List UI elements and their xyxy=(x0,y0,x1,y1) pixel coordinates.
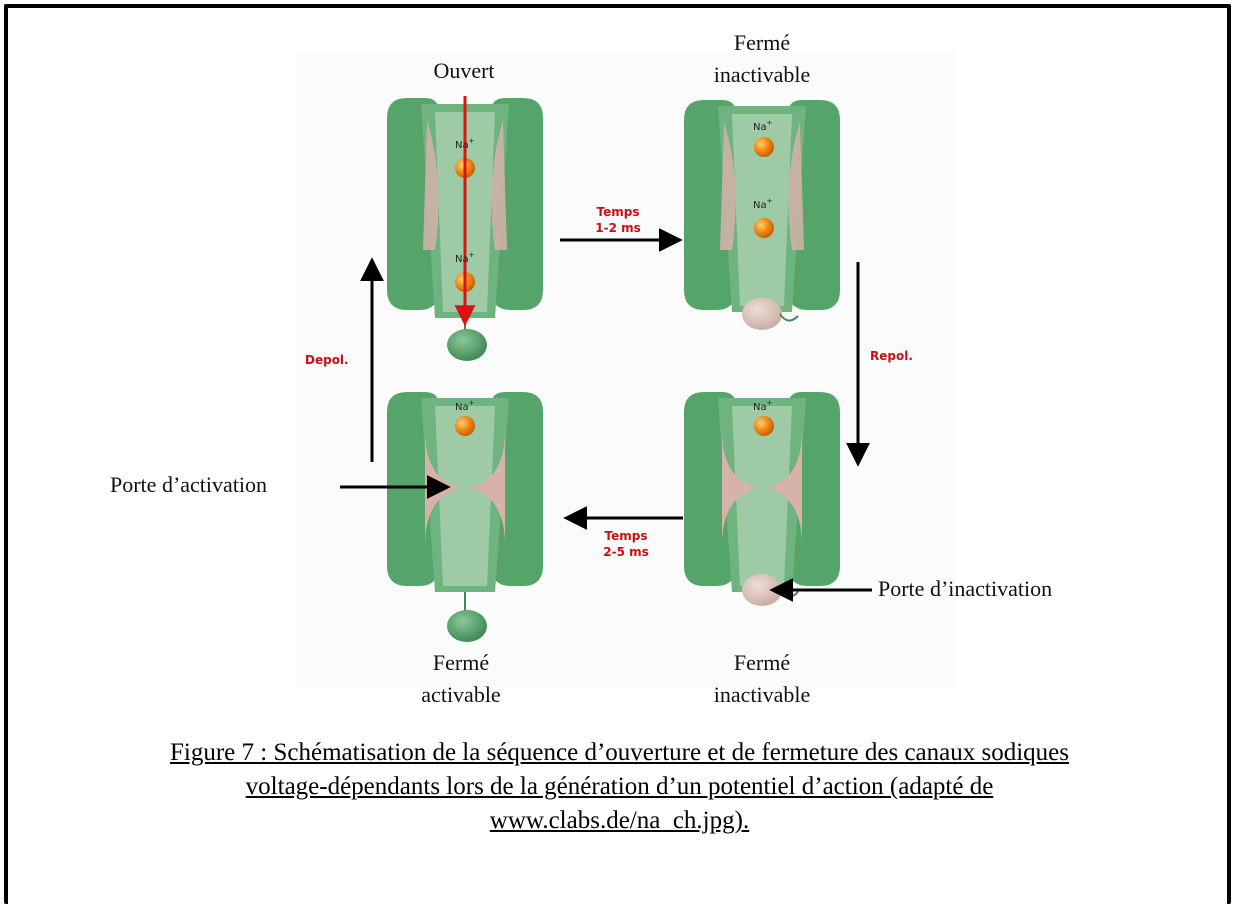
caption-line-3: www.clabs.de/na_ch.jpg). xyxy=(490,807,749,834)
channel-resting xyxy=(387,392,543,642)
state-label-top-right-line2: inactivable xyxy=(714,62,811,87)
transition-top-label-line2: 1-2 ms xyxy=(595,221,641,235)
state-label-bottom-left-line1: Fermé xyxy=(433,650,489,675)
transition-right-label: Repol. xyxy=(870,349,913,363)
sodium-ion xyxy=(455,416,475,436)
sodium-ion xyxy=(754,218,774,238)
state-label-top-right-line1: Fermé xyxy=(734,30,790,55)
sodium-ion xyxy=(754,416,774,436)
inactivation-ball xyxy=(447,329,487,361)
caption-line-1: Figure 7 : Schématisation de la séquence… xyxy=(170,739,1069,766)
state-label-bottom-left-line2: activable xyxy=(421,682,500,707)
transition-bottom-label-line2: 2-5 ms xyxy=(603,545,649,559)
channel-inactivated-top xyxy=(684,100,840,330)
caption-line-2: voltage-dépendants lors de la génération… xyxy=(246,773,994,800)
transition-top-label-line1: Temps xyxy=(597,205,640,219)
inactivation-ball xyxy=(447,610,487,642)
state-label-open: Ouvert xyxy=(433,58,494,83)
transition-bottom-label-line1: Temps xyxy=(605,529,648,543)
figure-caption: Figure 7 : Schématisation de la séquence… xyxy=(20,736,1219,838)
transition-left-label: Depol. xyxy=(305,353,349,367)
channel-inactivated-bottom xyxy=(684,392,840,606)
callout-activation-gate: Porte d’activation xyxy=(110,472,267,497)
sodium-ion xyxy=(754,137,774,157)
state-label-bottom-right-line1: Fermé xyxy=(734,650,790,675)
inactivation-ball xyxy=(742,298,782,330)
channel-open xyxy=(387,96,543,361)
callout-inactivation-gate: Porte d’inactivation xyxy=(878,576,1052,601)
state-label-bottom-right-line2: inactivable xyxy=(714,682,811,707)
